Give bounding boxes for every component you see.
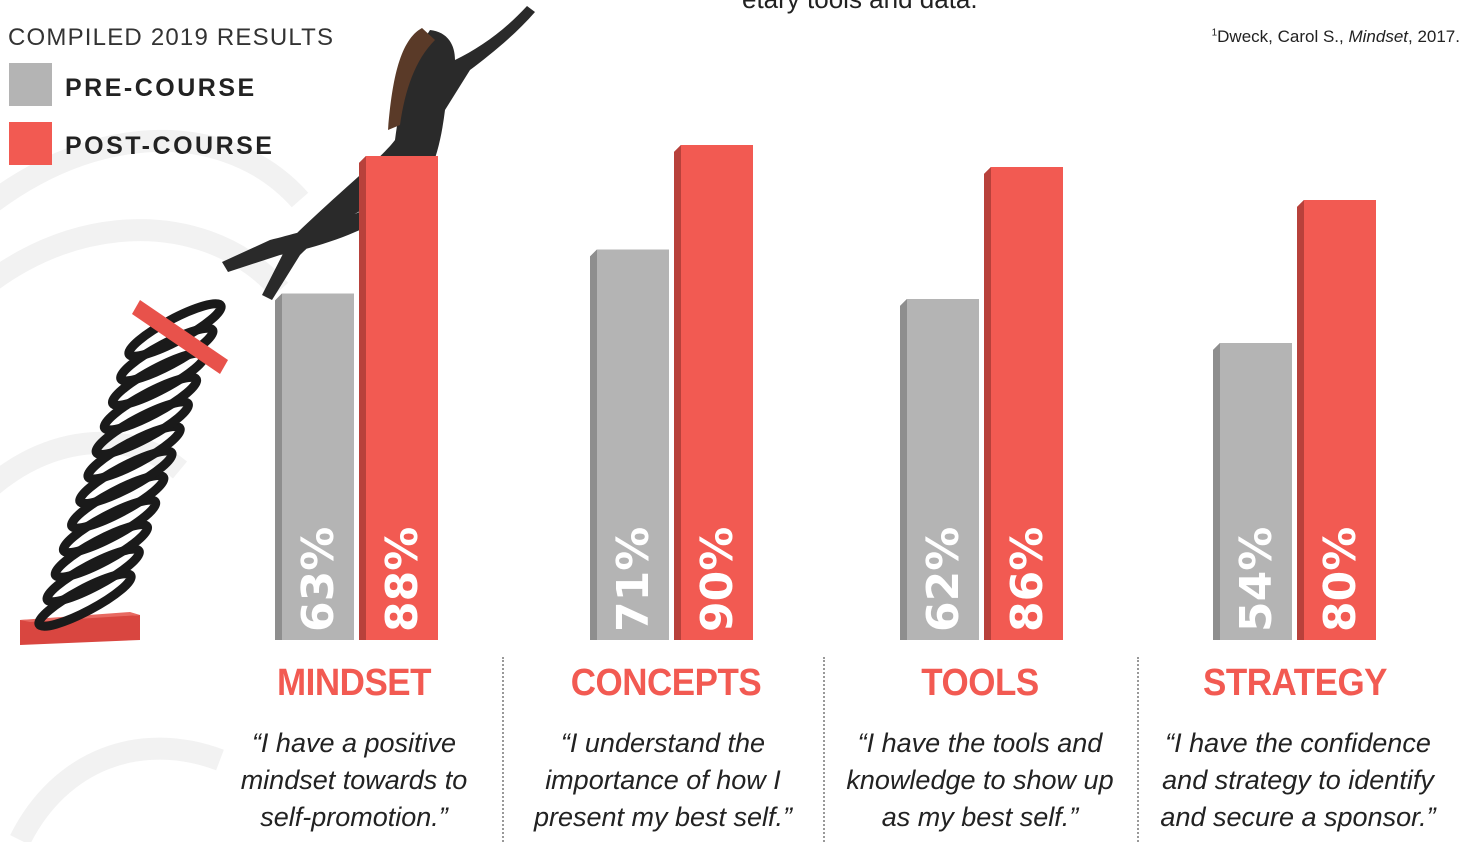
quote-line: “I have a positive: [251, 728, 457, 758]
category-label-strategy: STRATEGY: [1202, 662, 1388, 704]
divider-3: [1137, 657, 1139, 842]
bar-mindset-post: [366, 156, 438, 640]
legend-swatch-pre: [9, 63, 52, 106]
divider-2: [823, 657, 825, 842]
bar-concepts-post: [681, 145, 753, 640]
category-label-concepts: CONCEPTS: [570, 662, 762, 704]
legend-swatch-post: [9, 122, 52, 165]
footnote-year: , 2017.: [1408, 27, 1460, 46]
quote-strategy: “I have the confidence and strategy to i…: [1148, 725, 1448, 836]
quote-line: and strategy to identify: [1162, 765, 1434, 795]
footnote-marker: 1: [1211, 27, 1218, 39]
bar-side-strategy-pre: [1213, 343, 1220, 640]
quote-line: importance of how I: [545, 765, 781, 795]
quote-tools: “I have the tools and knowledge to show …: [830, 725, 1130, 836]
quote-line: as my best self.”: [881, 802, 1079, 832]
spring-illustration: [20, 299, 228, 645]
bar-side-tools-pre: [900, 299, 907, 640]
footnote-work: Mindset: [1348, 27, 1408, 46]
quote-concepts: “I understand the importance of how I pr…: [513, 725, 813, 836]
bar-side-concepts-post: [674, 145, 681, 640]
value-label-mindset-pre: 63%: [293, 527, 344, 632]
quote-line: knowledge to show up: [846, 765, 1114, 795]
woman-illustration: [222, 6, 535, 300]
category-label-mindset: MINDSET: [276, 662, 432, 704]
bar-strategy-post: [1304, 200, 1376, 640]
value-label-strategy-post: 80%: [1315, 527, 1366, 632]
quote-line: “I have the confidence: [1165, 728, 1431, 758]
quote-line: and secure a sponsor.”: [1160, 802, 1436, 832]
bar-mindset-pre: [282, 293, 354, 640]
category-label-tools: TOOLS: [921, 662, 1039, 704]
legend-label-pre: PRE-COURSE: [65, 74, 257, 102]
value-label-strategy-pre: 54%: [1231, 527, 1282, 632]
value-label-tools-post: 86%: [1002, 527, 1053, 632]
value-label-tools-pre: 62%: [918, 527, 969, 632]
footnote-author: Dweck, Carol S.,: [1217, 27, 1349, 46]
top-text-fragment: etary tools and data.: [742, 0, 978, 15]
bar-strategy-pre: [1220, 343, 1292, 640]
footnote: 1Dweck, Carol S., Mindset, 2017.: [1212, 27, 1460, 47]
bar-tools-pre: [907, 299, 979, 640]
bar-side-concepts-pre: [590, 249, 597, 640]
bar-side-mindset-pre: [275, 293, 282, 640]
value-label-concepts-post: 90%: [692, 527, 743, 632]
value-label-concepts-pre: 71%: [608, 527, 659, 632]
bar-tools-post: [991, 167, 1063, 640]
quote-mindset: “I have a positive mindset towards to se…: [204, 725, 504, 836]
value-label-mindset-post: 88%: [377, 527, 428, 632]
bar-side-strategy-post: [1297, 200, 1304, 640]
legend-label-post: POST-COURSE: [65, 132, 275, 160]
quote-line: “I understand the: [560, 728, 766, 758]
quote-line: present my best self.”: [533, 802, 793, 832]
bar-side-tools-post: [984, 167, 991, 640]
bar-side-mindset-post: [359, 156, 366, 640]
quote-line: mindset towards to: [240, 765, 468, 795]
quote-line: self-promotion.”: [260, 802, 448, 832]
bar-concepts-pre: [597, 249, 669, 640]
quote-line: “I have the tools and: [857, 728, 1103, 758]
divider-1: [502, 657, 504, 842]
legend-title: COMPILED 2019 RESULTS: [8, 24, 335, 51]
